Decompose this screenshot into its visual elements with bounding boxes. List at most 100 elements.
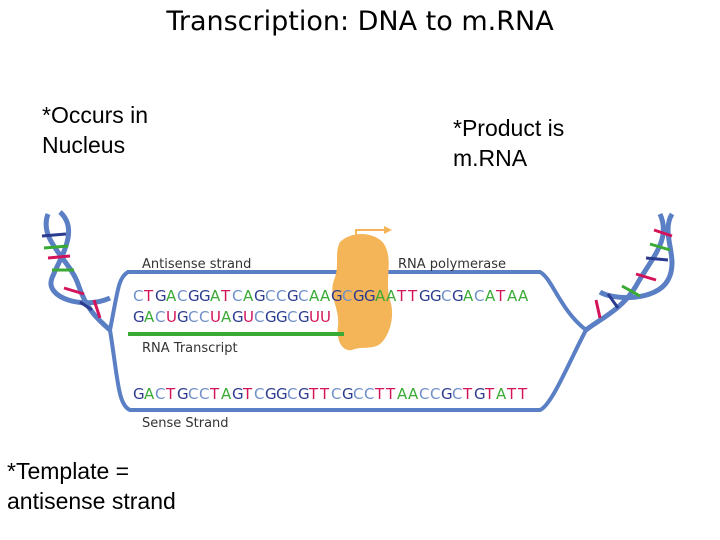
- antisense-base: G: [155, 287, 167, 305]
- antisense-base: G: [254, 287, 266, 305]
- antisense-base: G: [331, 287, 343, 305]
- rna-base: A: [144, 308, 155, 326]
- rna-base: A: [221, 308, 232, 326]
- antisense-base: G: [287, 287, 299, 305]
- antisense-base: T: [495, 287, 506, 305]
- rna-base: G: [177, 308, 189, 326]
- sense-base: A: [496, 385, 507, 403]
- sense-base: T: [385, 385, 396, 403]
- sense-base: C: [452, 385, 462, 403]
- sense-base: T: [462, 385, 473, 403]
- antisense-base: C: [342, 287, 352, 305]
- antisense-base: C: [177, 287, 187, 305]
- rna-base: C: [287, 308, 297, 326]
- rna-transcript-label: RNA Transcript: [142, 341, 238, 356]
- sense-base: T: [484, 385, 495, 403]
- antisense-base: C: [276, 287, 286, 305]
- antisense-base: G: [188, 287, 200, 305]
- rna-base: C: [199, 308, 209, 326]
- sense-base: C: [419, 385, 429, 403]
- sense-base: G: [177, 385, 189, 403]
- sense-base: A: [397, 385, 408, 403]
- rna-polymerase: [332, 233, 393, 351]
- antisense-base: C: [265, 287, 275, 305]
- sense-base: G: [474, 385, 486, 403]
- antisense-base: C: [441, 287, 451, 305]
- antisense-base: G: [199, 287, 211, 305]
- rna-base: U: [243, 308, 254, 326]
- antisense-base: A: [210, 287, 221, 305]
- sense-backbone: [108, 329, 588, 412]
- transcription-diagram: Antisense strand RNA polymerase RNA Tran…: [41, 210, 675, 431]
- antisense-base: G: [353, 287, 365, 305]
- note-template-line2: antisense strand: [7, 488, 176, 514]
- sense-base: C: [287, 385, 297, 403]
- sense-base: C: [155, 385, 165, 403]
- rna-base: G: [232, 308, 244, 326]
- sense-base: T: [242, 385, 253, 403]
- sense-base: G: [441, 385, 453, 403]
- note-nucleus-line1: *Occurs in: [42, 102, 149, 128]
- antisense-base: A: [375, 287, 386, 305]
- rna-base: U: [166, 308, 177, 326]
- rna-base: U: [210, 308, 221, 326]
- note-product-line1: *Product is: [453, 115, 565, 141]
- sense-base: G: [232, 385, 244, 403]
- note-product-line2: m.RNA: [453, 145, 528, 171]
- antisense-base: A: [518, 287, 529, 305]
- antisense-base: T: [143, 287, 154, 305]
- slide-title: Transcription: DNA to m.RNA: [166, 6, 554, 37]
- rna-base: G: [133, 308, 145, 326]
- left-helix: [41, 210, 112, 332]
- sense-base: G: [276, 385, 288, 403]
- antisense-base: G: [364, 287, 376, 305]
- sense-base: G: [133, 385, 145, 403]
- rna-base: C: [254, 308, 264, 326]
- antisense-backbone: [108, 270, 588, 332]
- sense-base: C: [430, 385, 440, 403]
- antisense-base: C: [474, 287, 484, 305]
- note-nucleus-line2: Nucleus: [42, 132, 126, 158]
- sense-base: C: [199, 385, 209, 403]
- sense-base: A: [221, 385, 232, 403]
- antisense-base: T: [407, 287, 418, 305]
- antisense-base: C: [133, 287, 143, 305]
- note-template-line1: *Template =: [7, 458, 130, 484]
- transcription-arrow: [355, 229, 384, 242]
- antisense-base: C: [232, 287, 242, 305]
- rna-base: U: [320, 308, 331, 326]
- antisense-base: A: [386, 287, 397, 305]
- antisense-base: A: [309, 287, 320, 305]
- antisense-base: T: [220, 287, 231, 305]
- antisense-base: G: [419, 287, 431, 305]
- antisense-base: G: [452, 287, 464, 305]
- antisense-base: C: [298, 287, 308, 305]
- sense-base: C: [353, 385, 363, 403]
- sense-base: C: [188, 385, 198, 403]
- rna-base: G: [298, 308, 310, 326]
- note-template: *Template = antisense strand: [7, 456, 176, 516]
- antisense-base: A: [507, 287, 518, 305]
- antisense-base: A: [166, 287, 177, 305]
- right-helix: [584, 212, 675, 332]
- sense-base: T: [506, 385, 517, 403]
- sense-base: A: [408, 385, 419, 403]
- sense-base: T: [374, 385, 385, 403]
- sense-base: T: [319, 385, 330, 403]
- sense-base: T: [165, 385, 176, 403]
- rna-polymerase-label: RNA polymerase: [398, 257, 506, 272]
- antisense-base: T: [396, 287, 407, 305]
- sense-base: C: [331, 385, 341, 403]
- sense-base: G: [298, 385, 310, 403]
- sense-base: C: [364, 385, 374, 403]
- antisense-base: A: [320, 287, 331, 305]
- sense-base: C: [254, 385, 264, 403]
- antisense-base: A: [463, 287, 474, 305]
- sense-base: A: [144, 385, 155, 403]
- antisense-base: G: [430, 287, 442, 305]
- sense-base: T: [517, 385, 528, 403]
- antisense-strand-label: Antisense strand: [142, 257, 251, 272]
